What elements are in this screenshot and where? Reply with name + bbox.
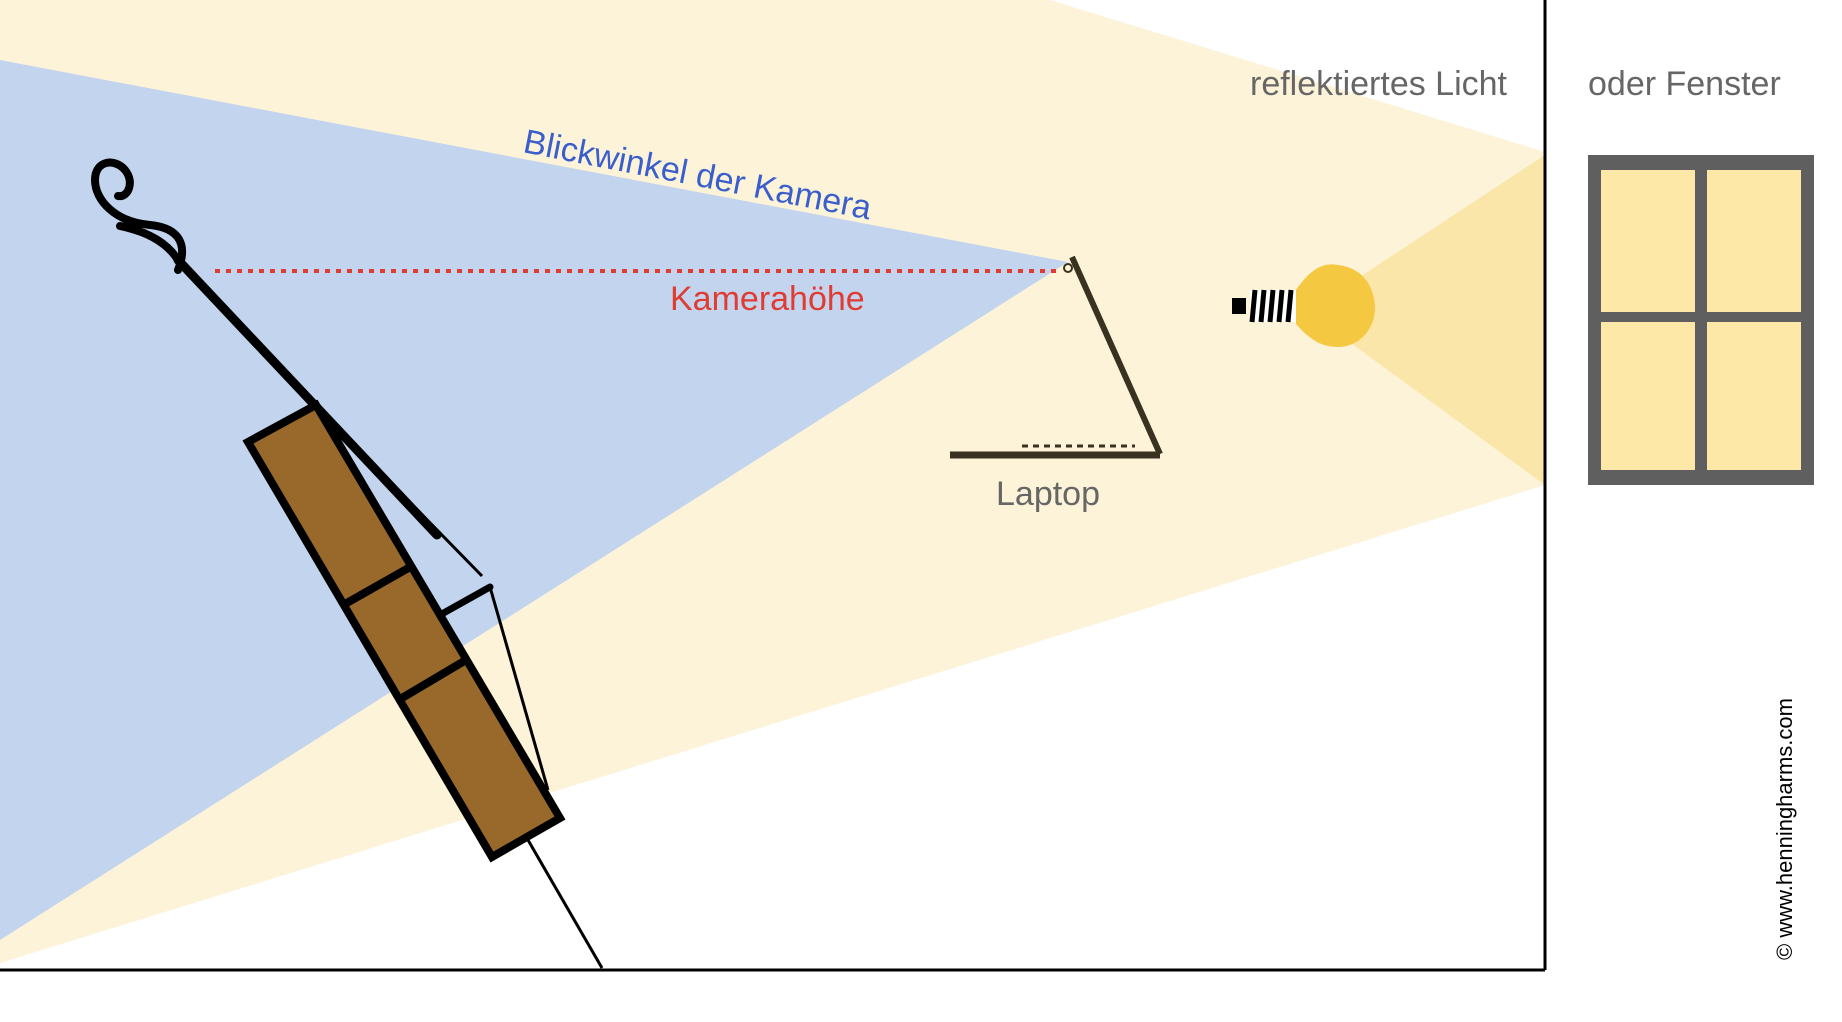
laptop-icon: [950, 255, 1163, 459]
camera-view-cone: [0, 60, 1068, 940]
reflected-light-label: reflektiertes Licht: [1250, 65, 1508, 103]
or-window-label: oder Fenster: [1588, 65, 1781, 103]
bulb-light-cone: [1340, 155, 1545, 485]
double-bass-icon: [90, 158, 604, 969]
light-bulb-icon: [1232, 264, 1375, 347]
copyright-label: © www.henningharms.com: [1772, 698, 1797, 960]
camera-height-label: Kamerahöhe: [670, 280, 865, 318]
laptop-label: Laptop: [996, 475, 1100, 513]
window-icon: [1588, 155, 1814, 485]
